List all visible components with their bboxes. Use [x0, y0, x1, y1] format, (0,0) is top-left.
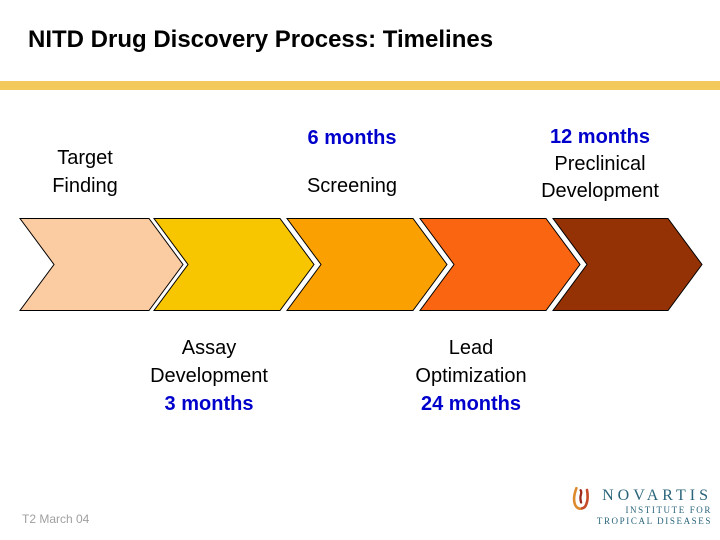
- process-arrow-screening: [286, 218, 448, 311]
- stage-name-line: Development: [541, 180, 659, 202]
- stage-name-line: Target: [57, 147, 113, 169]
- stage-duration: 6 months: [307, 127, 397, 149]
- title-divider-bar: [0, 81, 720, 90]
- logo-brand-name: NOVARTIS: [602, 487, 712, 504]
- stage-name-line: Optimization: [415, 365, 527, 387]
- label-spacer: [272, 152, 432, 172]
- process-arrow-lead-optimization: [419, 218, 581, 311]
- stage-name-line: Lead: [448, 337, 494, 359]
- logo-subtitle-line1: INSTITUTE FOR: [625, 505, 712, 515]
- novartis-flame-icon: [572, 487, 589, 510]
- stage-duration: 24 months: [420, 393, 522, 415]
- stage-name-line: Finding: [52, 175, 118, 197]
- logo-text: NOVARTIS INSTITUTE FOR TROPICAL DISEASES: [597, 486, 712, 526]
- stage-name-line: Assay: [181, 337, 237, 359]
- stage-label-target-finding: Target Finding: [18, 144, 152, 200]
- stage-name-line: Preclinical: [554, 153, 646, 175]
- stage-duration: 12 months: [549, 126, 651, 148]
- process-arrow-assay-development: [153, 218, 315, 311]
- stage-name-line: Development: [150, 365, 268, 387]
- logo-subtitle-line2: TROPICAL DISEASES: [596, 515, 712, 526]
- process-arrow-preclinical-development: [552, 218, 703, 311]
- page-title: NITD Drug Discovery Process: Timelines: [28, 26, 494, 53]
- novartis-nitd-logo: NOVARTIS INSTITUTE FOR TROPICAL DISEASES: [570, 486, 712, 526]
- process-arrow-target-finding: [19, 218, 184, 311]
- stage-label-lead-optimization: Lead Optimization 24 months: [386, 334, 556, 418]
- stage-label-assay-development: Assay Development 3 months: [124, 334, 294, 418]
- slide-footer-note: T2 March 04: [22, 512, 90, 526]
- process-arrows: [19, 218, 703, 311]
- stage-label-screening: 6 months Screening: [272, 124, 432, 200]
- stage-duration: 3 months: [164, 393, 254, 415]
- stage-label-preclinical-development: 12 months Preclinical Development: [515, 124, 685, 205]
- stage-name-line: Screening: [306, 175, 398, 197]
